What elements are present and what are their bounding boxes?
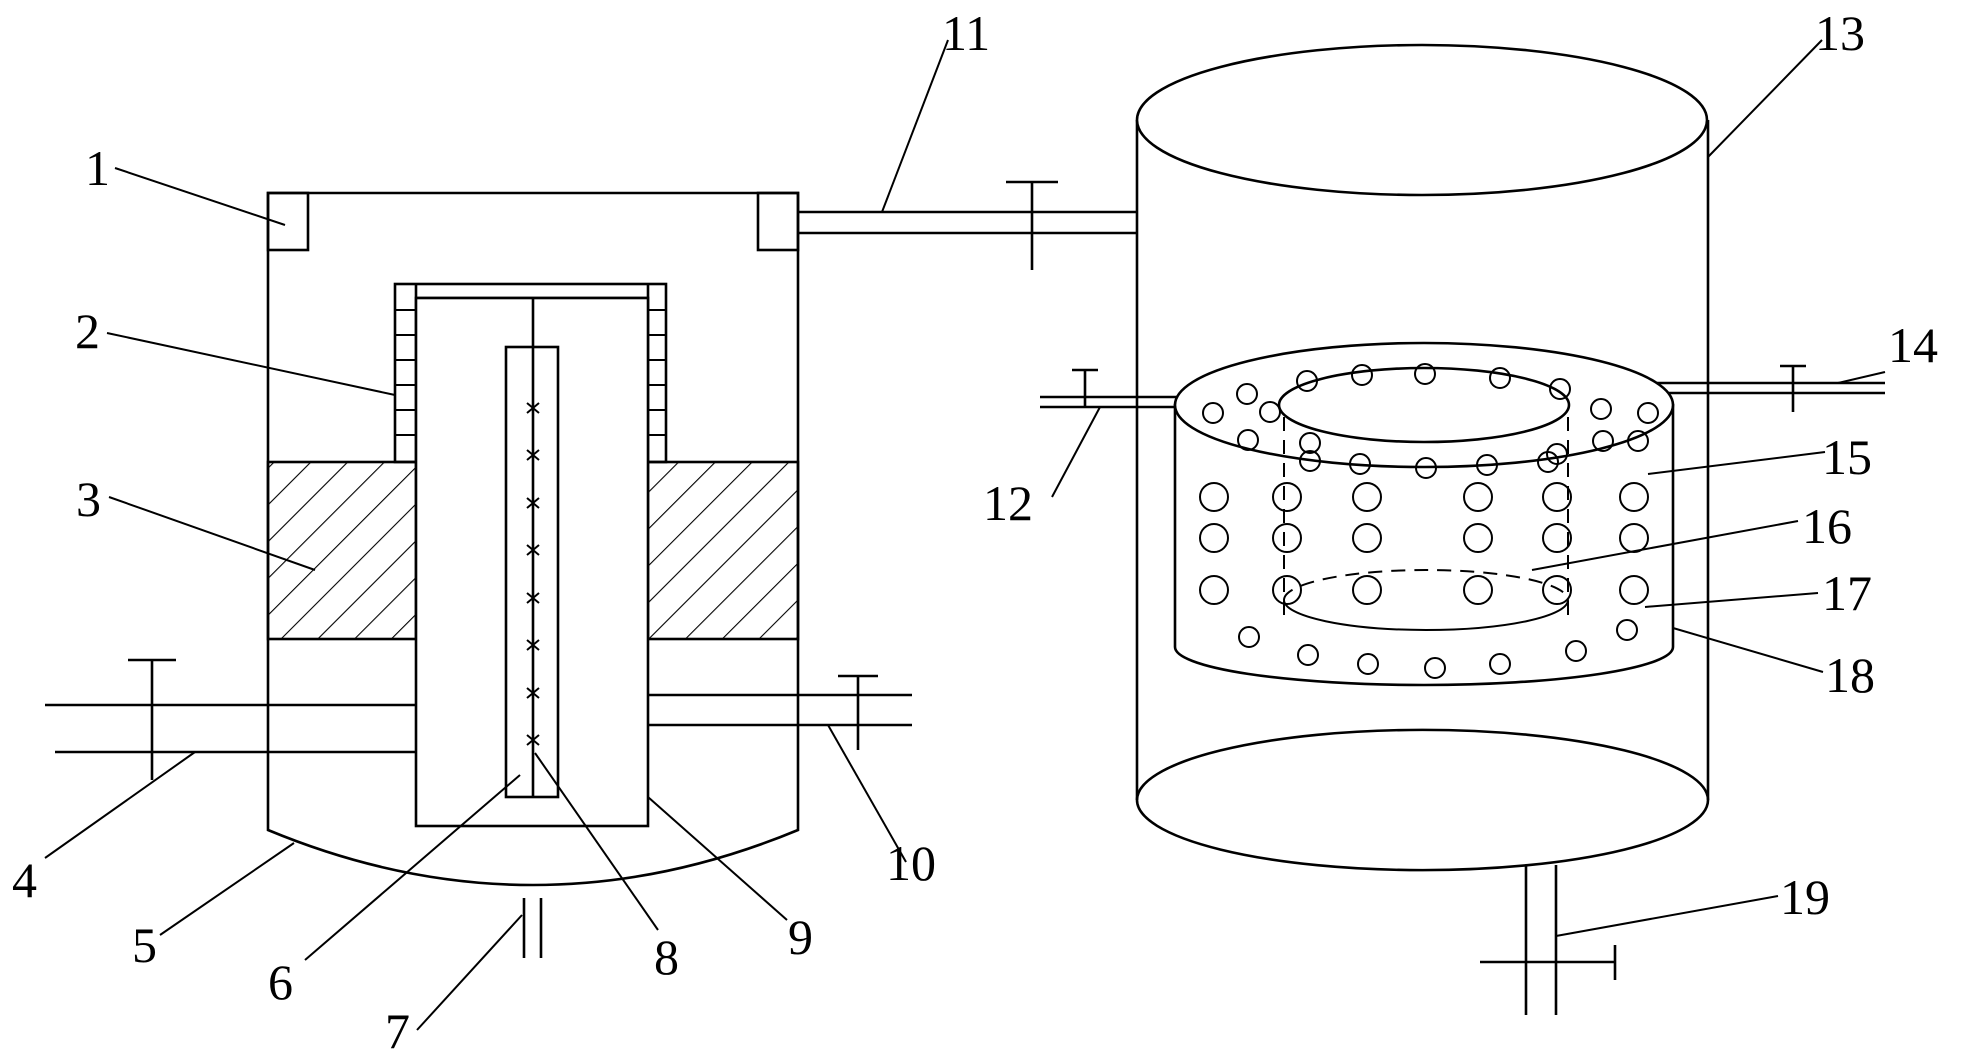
label-12: 12: [983, 475, 1033, 531]
label-19: 19: [1780, 869, 1830, 925]
label-5: 5: [132, 917, 157, 973]
top-corner-block-left: [266, 191, 310, 252]
label-17: 17: [1822, 565, 1872, 621]
top-corner-block-right: [756, 191, 800, 252]
label-16: 16: [1802, 498, 1852, 554]
left-inlet-pipe: [45, 658, 416, 780]
label-6: 6: [268, 954, 293, 1010]
label-4: 4: [12, 852, 37, 908]
tank-outlet: [1480, 865, 1617, 1015]
connecting-pipe: [798, 180, 1137, 270]
label-1: 1: [85, 140, 110, 196]
bottom-drain: [522, 898, 543, 958]
leader-lines: [44, 39, 1886, 1031]
reactor-vessel: [266, 191, 800, 887]
label-14: 14: [1888, 317, 1938, 373]
label-7: 7: [385, 1003, 410, 1059]
label-13: 13: [1815, 5, 1865, 61]
label-15: 15: [1822, 429, 1872, 485]
label-8: 8: [654, 929, 679, 985]
label-10: 10: [886, 835, 936, 891]
label-11: 11: [942, 5, 990, 61]
perforated-ring: [1173, 341, 1675, 687]
label-9: 9: [788, 909, 813, 965]
storage-tank: [1135, 43, 1710, 872]
label-3: 3: [76, 471, 101, 527]
label-2: 2: [75, 303, 100, 359]
right-outlet-pipe: [648, 674, 912, 750]
label-18: 18: [1825, 647, 1875, 703]
part-labels: 1 2 3 4 5 6 7 8 9 10 11 12 13 14 15 16 1…: [12, 5, 1938, 1059]
electrode-assembly: [504, 298, 560, 799]
